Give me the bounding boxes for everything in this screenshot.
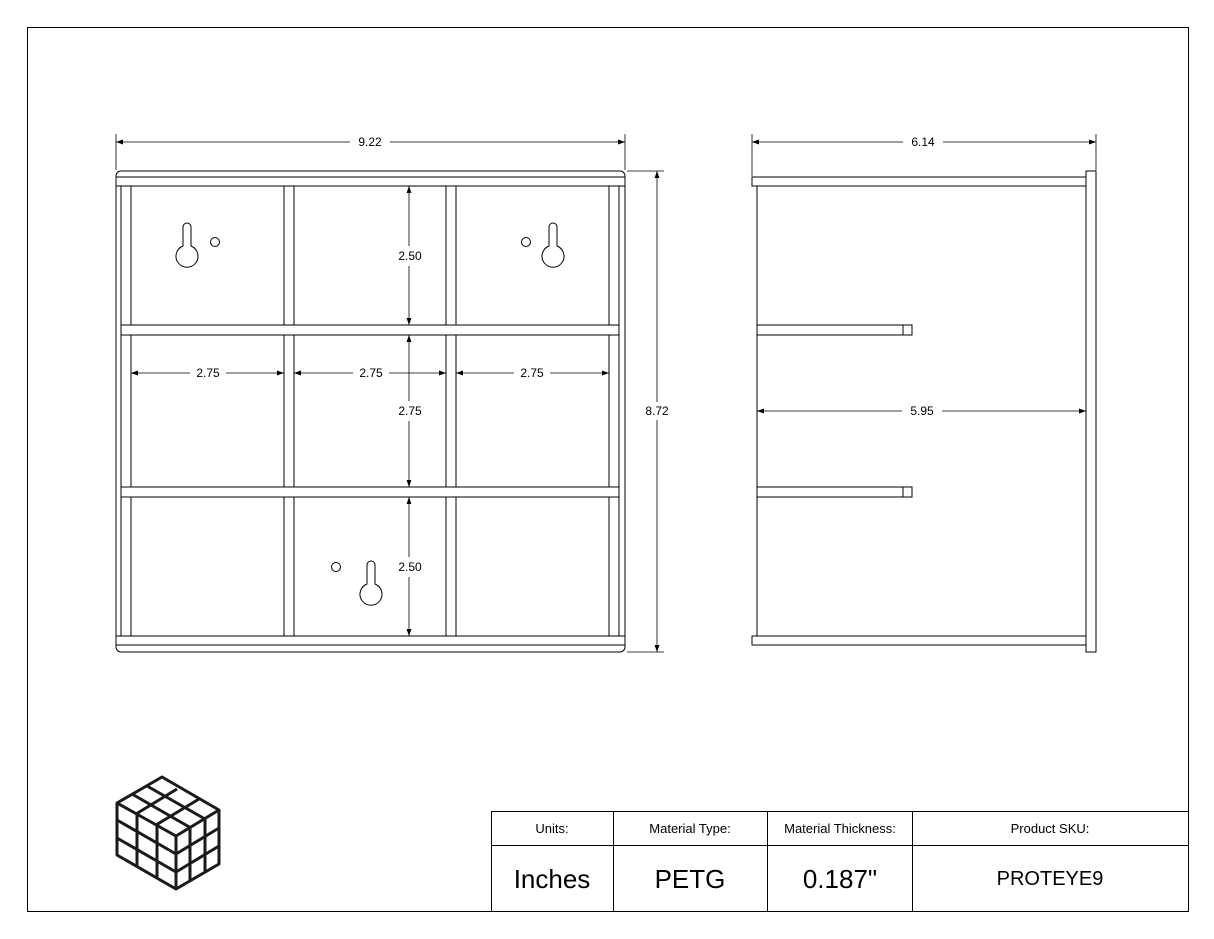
units-label: Units:: [535, 821, 568, 836]
front-divider-right-top: [445, 185, 457, 326]
keyhole-slot-bottom: [359, 560, 383, 606]
front-top-panel: [115, 176, 626, 187]
cube-grid-logo-icon: [115, 775, 221, 891]
product-sku-value: PROTEYE9: [997, 868, 1104, 890]
units-value: Inches: [514, 864, 591, 894]
side-shelf-lower-tab: [902, 486, 913, 498]
keyhole-slot-top-left: [175, 222, 199, 268]
material-thickness-value: 0.187": [803, 864, 877, 894]
side-shelf-upper: [756, 324, 904, 336]
front-divider-left-mid: [283, 334, 295, 488]
front-left-panel: [120, 185, 132, 637]
side-top-panel: [751, 176, 1087, 187]
side-shelf-lower: [756, 486, 904, 498]
screw-hole-bottom: [331, 562, 341, 572]
material-type-label: Material Type:: [649, 821, 730, 836]
front-back-plate: [115, 170, 626, 653]
sheet-border: [27, 27, 1189, 912]
dim-row-height-middle: 2.75: [398, 404, 422, 418]
front-divider-left-bot: [283, 496, 295, 637]
material-type-value: PETG: [655, 864, 726, 894]
front-right-panel: [608, 185, 620, 637]
front-view: [115, 170, 626, 653]
dim-row-height-bottom: 2.50: [398, 560, 422, 574]
front-dimensions: [115, 134, 664, 653]
side-back-plate: [1085, 170, 1097, 653]
dim-row-height-top: 2.50: [398, 249, 422, 263]
front-divider-right-mid: [445, 334, 457, 488]
side-dimensions: [751, 134, 1097, 414]
dim-overall-height: 8.72: [645, 404, 669, 418]
product-sku-label: Product SKU:: [1011, 821, 1090, 836]
dim-cell-width-right: 2.75: [520, 366, 544, 380]
side-bottom-panel: [751, 635, 1087, 646]
dim-shelf-depth: 5.95: [910, 404, 934, 418]
dim-overall-width: 9.22: [358, 135, 382, 149]
screw-hole-top-right: [521, 237, 531, 247]
front-bottom-panel: [115, 635, 626, 646]
screw-hole-top-left: [210, 237, 220, 247]
dim-cell-width-center: 2.75: [359, 366, 383, 380]
front-divider-right-bot: [445, 496, 457, 637]
side-view: [751, 170, 1097, 653]
side-shelf-upper-tab: [902, 324, 913, 336]
dim-overall-depth: 6.14: [911, 135, 935, 149]
front-shelf-lower: [120, 486, 620, 498]
dim-cell-width-left: 2.75: [196, 366, 220, 380]
front-shelf-upper: [120, 324, 620, 336]
keyhole-slot-top-right: [541, 222, 565, 268]
front-divider-left-top: [283, 185, 295, 326]
material-thickness-label: Material Thickness:: [784, 821, 896, 836]
title-block: [491, 811, 1189, 912]
